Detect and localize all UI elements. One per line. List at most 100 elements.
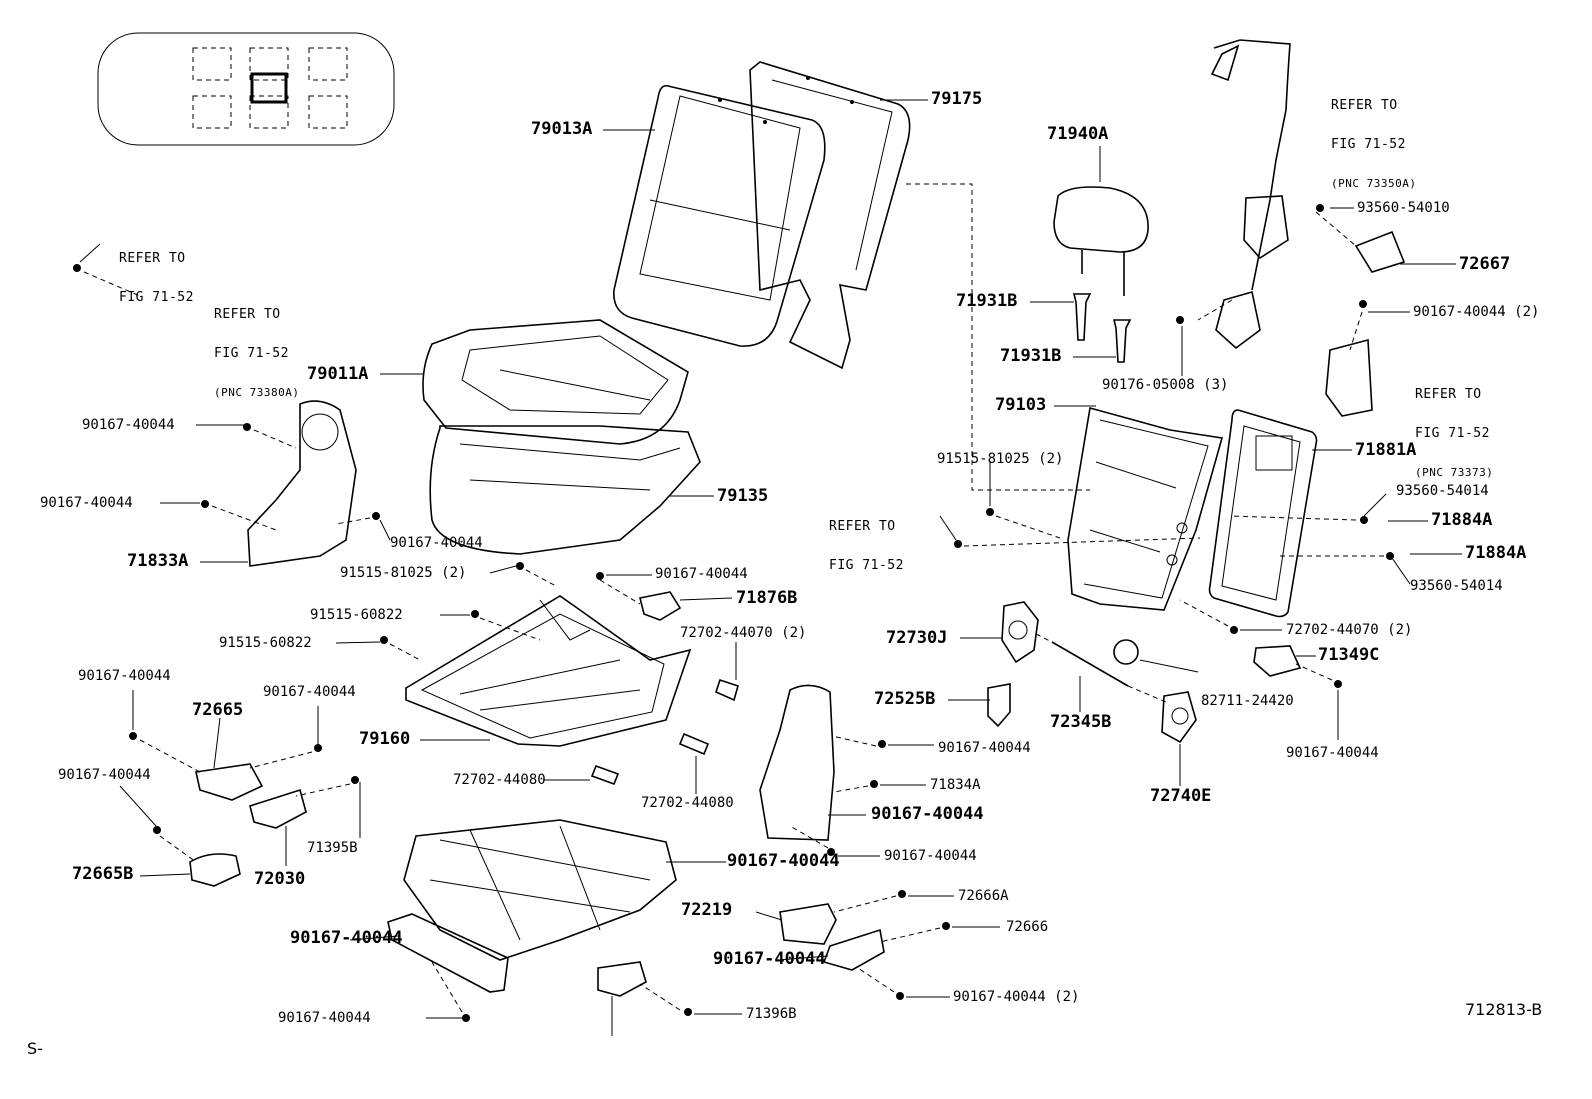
headrest-support-shapes [1072, 293, 1132, 363]
part-label-71881a: 71881A [1355, 440, 1417, 460]
refer-note-right: REFER TO FIG 71-52 (PNC 73373) [1415, 387, 1494, 479]
part-label-93560-54014-upper: 93560-54014 [1396, 483, 1489, 499]
part-label-72702-44070-right: 72702-44070 (2) [1286, 622, 1413, 638]
belt-anchor-shape [1325, 338, 1373, 417]
seat-belt-shape [1210, 39, 1291, 350]
part-label-91515-60822-upper: 91515-60822 [310, 607, 403, 623]
part-label-90167-40044-x2-right: 90167-40044 (2) [1413, 304, 1540, 320]
part-label-72525b: 72525B [874, 689, 936, 709]
handle-shape [189, 853, 241, 887]
part-label-90167-40044-e: 90167-40044 [78, 668, 171, 684]
leader-lines [79, 99, 1462, 1036]
part-label-79175: 79175 [931, 89, 983, 109]
seat-back-pad-shape [749, 61, 911, 370]
part-label-90167-40044-a: 90167-40044 [82, 417, 175, 433]
part-label-72030: 90167-40044 [727, 851, 840, 871]
cover-72665-shape [195, 763, 264, 801]
part-label-71931b-upper: 71931B [956, 291, 1018, 311]
part-label-72702-44080-right: 72702-44080 [641, 795, 734, 811]
knob-shape [1253, 645, 1302, 677]
part-label-79135: 79135 [717, 486, 769, 506]
side-shield-upper-shape [247, 400, 357, 567]
part-label-90167-40044-o: 90167-40044 (2) [953, 989, 1080, 1005]
bracket-shape [639, 591, 682, 621]
part-label-71834a: 90167-40044 [871, 804, 984, 824]
diagram-id: 712813-B [1465, 1000, 1543, 1019]
part-label-71884a-lower: 71884A [1465, 543, 1527, 563]
screw-marks [73, 204, 1394, 1022]
part-label-90167-40044-x2-left: 90167-40044 [278, 1010, 371, 1026]
cushion-frame-shape [405, 595, 692, 747]
part-label-93560-54010: 93560-54010 [1357, 200, 1450, 216]
seat-back-cover-shape [613, 84, 826, 347]
part-label-90167-40044-k: 71395B [307, 840, 358, 856]
part-label-72702-44070-left: 72702-44070 (2) [680, 625, 807, 641]
rod-shape [1051, 641, 1129, 687]
part-label-90167-40044-h: 90167-40044 [938, 740, 1031, 756]
part-label-90167-40044-n: 72666 [1006, 919, 1049, 935]
part-label-90167-40044-g: 90167-40044 [1286, 745, 1379, 761]
part-label-82711-24420: 82711-24420 [1201, 693, 1294, 709]
part-label-71395b: 72665B [72, 864, 134, 884]
part-label-90167-40044-b: 90167-40044 [40, 495, 133, 511]
refer-note-top-right: REFER TO FIG 71-52 (PNC 73350A) [1331, 98, 1417, 190]
seat-cushion-cover-shape [422, 319, 689, 445]
part-label-90167-40044-c: 90167-40044 [390, 535, 483, 551]
part-label-71884a-upper: 71884A [1431, 510, 1493, 530]
seat-track-shape [403, 819, 677, 961]
part-label-90167-40044-f: 90167-40044 [263, 684, 356, 700]
shield-72525b-shape [987, 683, 1011, 728]
part-label-90167-40044-d: 90167-40044 [655, 566, 748, 582]
part-label-72702-44080-left: 72702-44080 [453, 772, 546, 788]
cover-71396b-shape [597, 961, 647, 997]
part-label-72667: 72667 [1459, 254, 1511, 274]
part-label-71349c: 71349C [1318, 645, 1380, 665]
seat-cushion-pad-shape [429, 425, 701, 555]
side-shield-lower-shape [759, 684, 835, 841]
part-label-90167-40044-p: 71396B [746, 1006, 797, 1022]
part-label-79160: 79160 [359, 729, 411, 749]
part-label-90167-40044-i: 90167-40044 [58, 767, 151, 783]
part-label-91515-81025-left: 91515-81025 (2) [340, 565, 467, 581]
part-label-72345b: 72345B [1050, 712, 1112, 732]
refer-note-left-2: REFER TO FIG 71-52 (PNC 73380A) [214, 307, 300, 399]
cover-72666a-shape [779, 903, 837, 945]
refer-note-left-1: REFER TO FIG 71-52 [119, 251, 194, 305]
part-label-71940a: 71940A [1047, 124, 1109, 144]
belt-cover-shape [1354, 230, 1406, 273]
recliner-2-shape [1161, 691, 1197, 744]
part-label-72740e: 72740E [1150, 786, 1212, 806]
part-label-71833a: 71833A [127, 551, 189, 571]
part-label-79013a: 79013A [531, 119, 593, 139]
part-label-91515-60822-lower: 91515-60822 [219, 635, 312, 651]
part-label-90167-40044-l: 90167-40044 [884, 848, 977, 864]
part-label-71931b-lower: 71931B [1000, 346, 1062, 366]
part-label-90176-05008: 90176-05008 (3) [1102, 377, 1229, 393]
part-label-90167-40044-m: 72666A [958, 888, 1009, 904]
part-label-72730j: 72730J [886, 628, 948, 648]
headrest-shape [1053, 186, 1149, 296]
part-label-72666a: 72219 [681, 900, 733, 920]
shaft-shapes [590, 678, 739, 786]
part-label-72219: 90167-40044 [290, 928, 403, 948]
part-label-79103: 79103 [995, 395, 1047, 415]
part-label-71876b: 71876B [736, 588, 798, 608]
part-label-79011a: 79011A [307, 364, 369, 384]
part-label-93560-54014-lower: 93560-54014 [1410, 578, 1503, 594]
cover-72666-shape [822, 928, 885, 971]
part-label-90167-40044-j: 71834A [930, 777, 981, 793]
seat-back-frame-shape [1067, 406, 1224, 611]
footer-mark: S- [27, 1039, 43, 1058]
seat-location-map [97, 32, 395, 146]
part-label-72665b: 72030 [254, 869, 306, 889]
seat-back-board-shape [1208, 409, 1318, 618]
part-label-91515-81025-right: 91515-81025 (2) [937, 451, 1064, 467]
part-label-72665: 72665 [192, 700, 244, 720]
part-label-72666: 90167-40044 [713, 949, 826, 969]
dashed-assembly-lines [83, 211, 1384, 1013]
cover-72665b-shape [249, 788, 307, 829]
recliner-shape [1001, 601, 1039, 664]
track-cover-shape [387, 913, 509, 993]
